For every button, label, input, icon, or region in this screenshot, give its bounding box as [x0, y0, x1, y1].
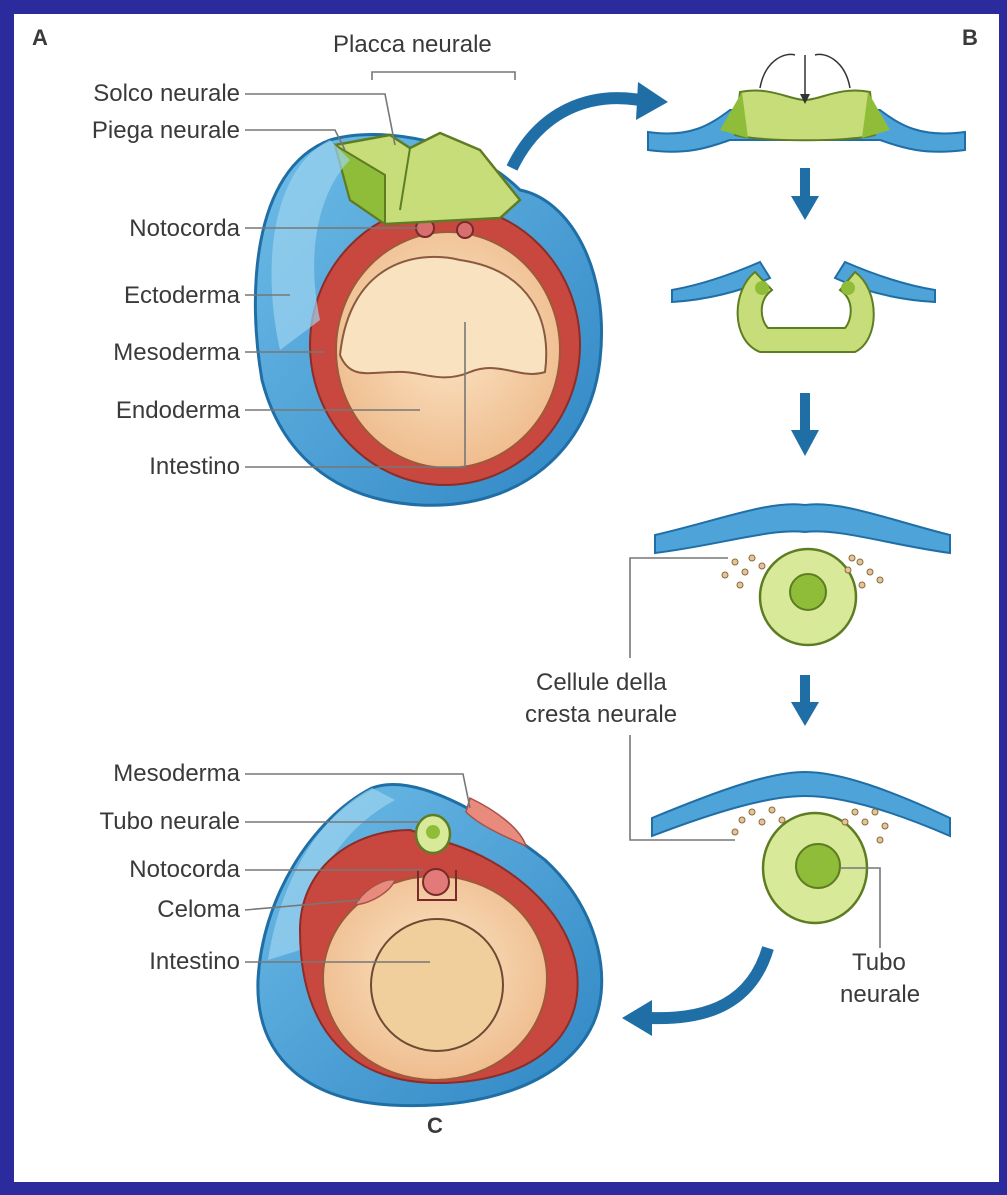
panel-letter-c: C — [427, 1113, 443, 1138]
label-ectoderma: Ectoderma — [124, 282, 241, 309]
down-arrow-1-head — [791, 196, 819, 220]
stage-1-neural-plate — [648, 54, 965, 151]
arrow-b-to-c — [622, 948, 768, 1036]
arrow-head-ab — [636, 82, 668, 120]
stage-2-fold-right — [841, 281, 855, 295]
arrow-curve-ab — [512, 98, 640, 168]
down-arrow-3-shaft — [800, 675, 810, 705]
down-arrow-1 — [791, 168, 819, 220]
stage-1-curl-right — [815, 54, 850, 88]
panel-letter-b: B — [962, 25, 978, 50]
down-arrow-3 — [791, 675, 819, 726]
stage-2-neural-groove — [672, 262, 935, 352]
label-intestino-a: Intestino — [149, 453, 240, 480]
down-arrow-1-shaft — [800, 168, 810, 198]
label-cresta-neurale: cresta neurale — [525, 701, 677, 728]
down-arrow-3-head — [791, 702, 819, 726]
label-notocorda-a: Notocorda — [129, 215, 240, 242]
c-notochord — [423, 869, 449, 895]
label-cellule-della: Cellule della — [536, 669, 667, 696]
panel-c-embryo — [258, 784, 602, 1105]
leader-placca — [372, 72, 515, 80]
stage-3-neural-tube — [655, 504, 950, 645]
stage-4-neural-tube — [652, 772, 950, 923]
label-endoderma: Endoderma — [116, 397, 241, 424]
panel-a-embryo — [255, 133, 601, 505]
label-mesoderma-c: Mesoderma — [113, 760, 240, 787]
label-intestino-c: Intestino — [149, 948, 240, 975]
label-notocorda-c: Notocorda — [129, 856, 240, 883]
label-solco-neurale: Solco neurale — [93, 80, 240, 107]
down-arrow-2-head — [791, 430, 819, 456]
stage-2-fold-left — [755, 281, 769, 295]
down-arrow-2-shaft — [800, 393, 810, 433]
label-tubo: Tubo — [852, 949, 906, 976]
leader-crest-up — [630, 558, 728, 658]
c-intestine — [371, 919, 503, 1051]
label-neurale: neurale — [840, 981, 920, 1008]
c-neural-lumen — [426, 825, 440, 839]
arrow-a-to-b — [512, 82, 668, 168]
notochord-right — [457, 222, 473, 238]
label-celoma: Celoma — [157, 896, 240, 923]
label-placca-neurale: Placca neurale — [333, 31, 492, 58]
panel-letter-a: A — [32, 25, 48, 50]
label-tubo-neurale-c: Tubo neurale — [99, 808, 240, 835]
stage-3-ectoderm — [655, 504, 950, 553]
stage-3-lumen — [790, 574, 826, 610]
label-mesoderma-a: Mesoderma — [113, 339, 240, 366]
label-piega-neurale: Piega neurale — [92, 117, 240, 144]
stage-1-curl-left — [760, 54, 795, 88]
arrow-curve-bc — [650, 948, 768, 1018]
arrow-head-bc — [622, 1000, 652, 1036]
down-arrow-2 — [791, 393, 819, 456]
stage-4-lumen — [796, 844, 840, 888]
